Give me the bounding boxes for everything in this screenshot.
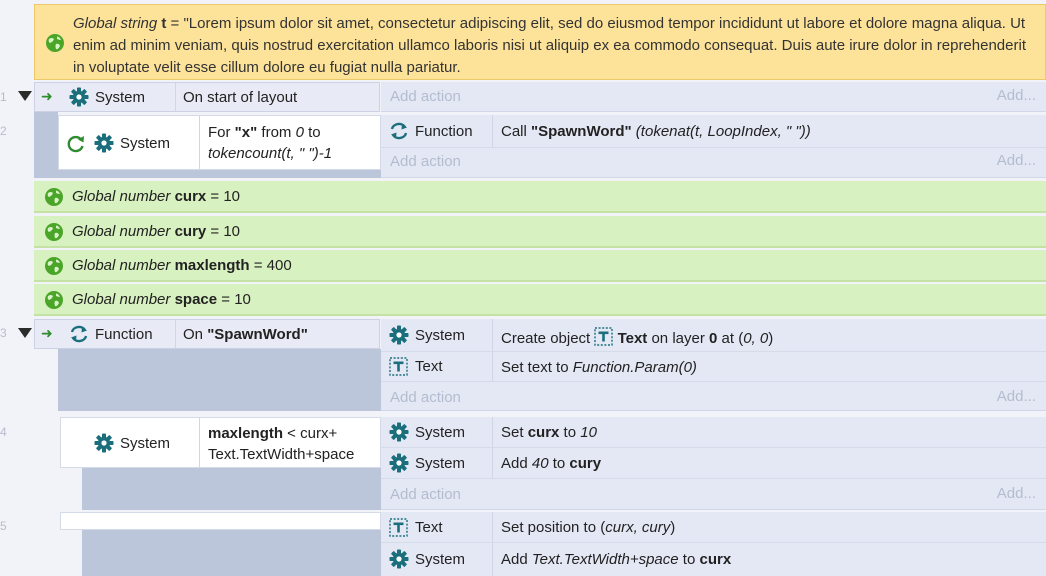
globe-icon xyxy=(45,188,63,206)
gear-icon xyxy=(94,133,114,153)
gear-icon xyxy=(94,433,114,453)
action-text: Add Text.TextWidth+space to curx xyxy=(501,551,732,568)
text-object-icon xyxy=(389,518,408,537)
object-label: Text xyxy=(415,358,443,375)
event3-condition-block[interactable]: ➜ Function On "SpawnWord" xyxy=(34,319,380,349)
add-menu-link[interactable]: Add... xyxy=(996,87,1036,104)
text-object-icon xyxy=(594,327,614,346)
object-label: Function xyxy=(415,123,473,140)
loop-icon xyxy=(67,134,86,153)
global-string-row[interactable]: Global string t = "Lorem ipsum dolor sit… xyxy=(34,4,1046,80)
add-menu-link[interactable]: Add... xyxy=(996,485,1036,502)
line-number: 1 xyxy=(0,90,7,104)
action-row[interactable]: System Create object Text on layer 0 at … xyxy=(381,319,1046,352)
action-text: Set curx to 10 xyxy=(501,424,597,441)
function-icon xyxy=(69,325,89,343)
action-row[interactable]: Text Set text to Function.Param(0) xyxy=(381,352,1046,382)
global-number-row[interactable]: Global number space = 10 xyxy=(34,284,1046,316)
function-icon xyxy=(389,122,409,140)
action-row[interactable]: System Add 40 to cury xyxy=(381,448,1046,479)
object-label: System xyxy=(120,135,171,152)
action-row[interactable]: System Add Text.TextWidth+space to curx xyxy=(381,543,1046,576)
condition-text: For "x" from 0 to tokencount(t, " ")-1 xyxy=(208,124,333,162)
trigger-arrow-icon: ➜ xyxy=(41,325,53,341)
event5-action-area[interactable]: Text Set position to (curx, cury) System… xyxy=(381,512,1046,576)
line-number: 2 xyxy=(0,124,7,138)
object-label: System xyxy=(415,327,466,344)
condition-text: On start of layout xyxy=(183,89,298,106)
object-label: System xyxy=(415,424,466,441)
collapse-arrow-icon[interactable] xyxy=(18,91,32,101)
condition-text: On "SpawnWord" xyxy=(183,326,308,343)
event3-action-area[interactable]: System Create object Text on layer 0 at … xyxy=(381,319,1046,411)
event5-condition-block[interactable] xyxy=(60,512,381,530)
action-text: Call "SpawnWord" (tokenat(t, LoopIndex, … xyxy=(501,123,811,140)
action-text: Add 40 to cury xyxy=(501,455,602,472)
gear-icon xyxy=(69,87,89,107)
global-number-row[interactable]: Global number curx = 10 xyxy=(34,181,1046,213)
globe-icon xyxy=(46,34,64,52)
action-text: Set text to Function.Param(0) xyxy=(501,359,697,376)
global-number-row[interactable]: Global number maxlength = 400 xyxy=(34,250,1046,282)
globe-icon xyxy=(45,291,63,309)
condition-text: maxlength < curx+ Text.TextWidth+space xyxy=(208,425,355,463)
add-action-link[interactable]: Add action xyxy=(390,153,461,170)
gear-icon xyxy=(389,549,409,569)
action-row[interactable]: System Set curx to 10 xyxy=(381,417,1046,448)
gear-icon xyxy=(389,453,409,473)
event1-action-area[interactable]: Add action Add... xyxy=(381,82,1046,112)
object-label: System xyxy=(95,89,146,106)
line-number: 4 xyxy=(0,425,7,439)
action-row[interactable]: Text Set position to (curx, cury) xyxy=(381,512,1046,543)
trigger-arrow-icon: ➜ xyxy=(41,88,53,104)
add-menu-link[interactable]: Add... xyxy=(996,388,1036,405)
globe-icon xyxy=(45,257,63,275)
event2-condition-block[interactable]: System For "x" from 0 to tokencount(t, "… xyxy=(58,115,381,170)
line-number: 5 xyxy=(0,519,7,533)
globe-icon xyxy=(45,223,63,241)
object-label: Function xyxy=(95,326,153,343)
gear-icon xyxy=(389,325,409,345)
gear-icon xyxy=(389,422,409,442)
collapse-arrow-icon[interactable] xyxy=(18,328,32,338)
line-number: 3 xyxy=(0,326,7,340)
event2-action-area[interactable]: Function Call "SpawnWord" (tokenat(t, Lo… xyxy=(381,115,1046,178)
add-action-link[interactable]: Add action xyxy=(390,88,461,105)
event4-action-area[interactable]: System Set curx to 10 System Add 40 to c… xyxy=(381,417,1046,510)
action-text: Create object Text on layer 0 at (0, 0) xyxy=(501,327,773,349)
object-label: System xyxy=(415,551,466,568)
action-text: Set position to (curx, cury) xyxy=(501,519,676,536)
add-action-link[interactable]: Add action xyxy=(390,389,461,406)
add-action-link[interactable]: Add action xyxy=(390,486,461,503)
add-menu-link[interactable]: Add... xyxy=(996,152,1036,169)
object-label: System xyxy=(415,455,466,472)
text-object-icon xyxy=(389,357,408,376)
object-label: System xyxy=(120,435,171,452)
event1-condition-block[interactable]: ➜ System On start of layout xyxy=(34,82,380,112)
event4-condition-block[interactable]: System maxlength < curx+ Text.TextWidth+… xyxy=(60,417,381,468)
action-row[interactable]: Function Call "SpawnWord" (tokenat(t, Lo… xyxy=(381,115,1046,148)
global-string-text: Global string t = "Lorem ipsum dolor sit… xyxy=(73,15,1026,76)
object-label: Text xyxy=(415,519,443,536)
global-number-row[interactable]: Global number cury = 10 xyxy=(34,216,1046,248)
